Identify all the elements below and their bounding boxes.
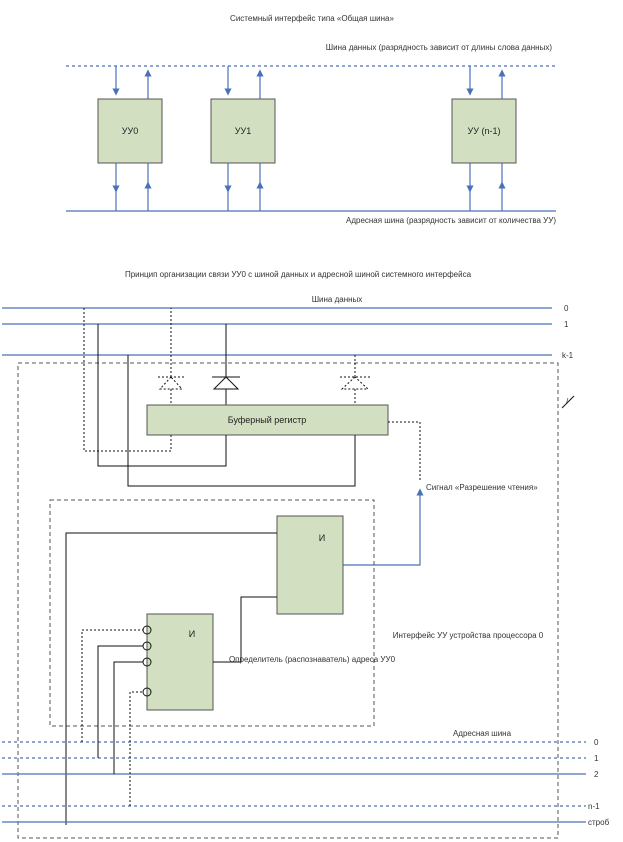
addr-line-label-1: 1: [594, 754, 599, 763]
top-title: Системный интерфейс типа «Общая шина»: [230, 14, 394, 23]
and-gate-strobe-label: И: [319, 533, 325, 543]
device-uu1: УУ1: [210, 66, 276, 211]
device-uu-n-1: УУ (n-1): [451, 66, 517, 211]
top-data-bus-label: Шина данных (разрядность зависит от длин…: [326, 43, 553, 52]
svg-text:УУ (n-1): УУ (n-1): [468, 126, 501, 136]
tristate-buffer-0: [158, 308, 184, 405]
addr-line-label-0: 0: [594, 738, 599, 747]
decoder-label: Определитель (распознаватель) адреса УУ0: [229, 655, 396, 664]
and-gate-decoder: [146, 613, 214, 711]
read-enable-signal: [343, 488, 424, 566]
buffer-register: [146, 404, 389, 436]
data-line-label-k-1: k-1: [562, 351, 574, 360]
interface-boundary: [17, 362, 559, 839]
tristate-buffer-1: [212, 324, 240, 405]
data-line-label-0: 0: [564, 304, 569, 313]
interface-label: Интерфейс УУ устройства процессора 0: [393, 631, 544, 640]
svg-text:УУ1: УУ1: [235, 126, 251, 136]
data-line-label-1: 1: [564, 320, 569, 329]
device-uu0: УУ0: [97, 66, 163, 211]
addr-line-label-strobe: строб: [588, 818, 610, 827]
bottom-data-bus-label: Шина данных: [312, 295, 363, 304]
slash-mark: /: [566, 397, 569, 406]
bottom-addr-bus-label: Адресная шина: [453, 729, 512, 738]
svg-text:УУ0: УУ0: [122, 126, 138, 136]
addr-line-label-n-1: n-1: [588, 802, 600, 811]
addr-line-label-2: 2: [594, 770, 599, 779]
buffer-register-label: Буферный регистр: [228, 415, 306, 425]
tristate-buffer-k-1: [340, 355, 370, 405]
read-enable-label: Сигнал «Разрешение чтения»: [426, 483, 538, 492]
and-gate-strobe: [276, 515, 344, 615]
top-addr-bus-label: Адресная шина (разрядность зависит от ко…: [346, 216, 556, 225]
bottom-title: Принцип организации связи УУ0 с шиной да…: [125, 270, 472, 279]
and-gate-decoder-label: И: [189, 629, 195, 639]
decoder-boundary: [49, 499, 375, 727]
